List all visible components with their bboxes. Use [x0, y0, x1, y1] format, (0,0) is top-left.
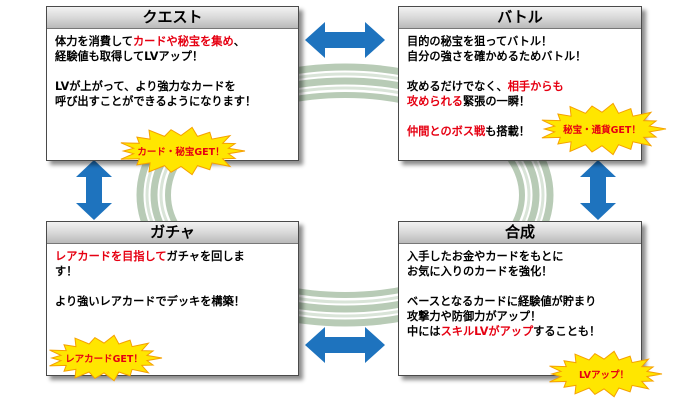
- panel-text-line: 経験値も取得してLVアップ！: [55, 49, 290, 64]
- panel-text: 体力を消費して: [55, 35, 133, 48]
- panel-text: お気に入りのカードを強化！: [407, 265, 553, 278]
- highlighted-text: スキルLVがアップ: [440, 325, 534, 338]
- panel-text-line: [407, 64, 633, 79]
- panel-text: 攻めるだけでなく、: [407, 80, 508, 93]
- double-headed-arrow-icon: [305, 22, 385, 58]
- starburst-icon: 秘宝・通貨GET！: [537, 102, 667, 156]
- panel-text-line: す！: [55, 264, 290, 279]
- starburst-shape: [541, 102, 667, 156]
- panel-text-line: 攻めるだけでなく、相手からも: [407, 79, 633, 94]
- highlighted-text: 相手からも: [507, 80, 564, 93]
- highlighted-text: レアカードを目指して: [55, 250, 167, 263]
- panel-text: も搭載！: [485, 125, 530, 138]
- panel-text-line: 仲間とのボス戦も搭載！: [407, 124, 633, 139]
- panel-text: ガチャを回しま: [166, 250, 245, 263]
- battle-panel-body: 目的の秘宝を狙ってバトル！ 自分の強さを確かめるためバトル！ 攻めるだけでなく、相手…: [399, 29, 641, 144]
- panel-text: 目的の秘宝を狙ってバトル！: [407, 35, 553, 48]
- panel-text: 入手したお金やカードをもとに: [407, 250, 564, 263]
- quest-panel-title: クエスト: [47, 7, 298, 29]
- panel-text-line: 攻められる緊張の一瞬！: [407, 94, 633, 109]
- gousei-panel-title: 合成: [399, 222, 641, 244]
- highlighted-text: カードや秘宝を集め: [132, 35, 234, 48]
- panel-text: ベースとなるカードに経験値が貯まり: [407, 295, 597, 308]
- panel-text-line: [55, 64, 290, 79]
- panel-text: 攻撃力や防御力がアップ！: [407, 310, 542, 323]
- panel-text-line: 攻撃力や防御力がアップ！: [407, 309, 633, 324]
- panel-text-line: [55, 279, 290, 294]
- panel-text: 緊張の一瞬！: [462, 95, 531, 108]
- gacha-panel-body: レアカードを目指してガチャを回します！より強いレアカードでデッキを構築！: [47, 244, 298, 314]
- panel-text-line: LVが上がって、より強力なカードを: [55, 79, 290, 94]
- panel-text-line: 入手したお金やカードをもとに: [407, 249, 633, 264]
- panel-text: 、: [233, 35, 245, 48]
- gousei-panel: 合成 入手したお金やカードをもとにお気に入りのカードを強化！ ベースとなるカードに…: [398, 221, 642, 376]
- double-headed-arrow-icon: [305, 327, 385, 363]
- gacha-burst-label: レアカードGET！: [65, 354, 143, 365]
- starburst-shape: [120, 126, 246, 176]
- panel-text-line: 体力を消費してカードや秘宝を集め、: [55, 34, 290, 49]
- starburst-icon: レアカードGET！: [45, 334, 163, 382]
- battle-panel-title: バトル: [399, 7, 641, 29]
- double-headed-arrow-icon: [76, 160, 112, 220]
- quest-panel-body: 体力を消費してカードや秘宝を集め、経験値も取得してLVアップ！LVが上がって、よ…: [47, 29, 298, 114]
- panel-text-line: 呼び出すことができるようになります！: [55, 94, 290, 109]
- highlighted-text: 攻められる: [407, 95, 463, 108]
- quest-burst-label: カード・秘宝GET！: [137, 147, 225, 158]
- panel-text-line: 自分の強さを確かめるためバトル！: [407, 49, 633, 64]
- panel-text-line: ベースとなるカードに経験値が貯まり: [407, 294, 633, 309]
- panel-text: 経験値も取得してLVアップ！: [55, 50, 204, 63]
- battle-burst-label: 秘宝・通貨GET！: [563, 125, 641, 136]
- starburst-icon: カード・秘宝GET！: [116, 126, 246, 176]
- panel-text-line: お気に入りのカードを強化！: [407, 264, 633, 279]
- starburst-icon: LVアップ！: [545, 350, 663, 398]
- gousei-panel-body: 入手したお金やカードをもとにお気に入りのカードを強化！ ベースとなるカードに経験値…: [399, 244, 641, 344]
- panel-text-line: 目的の秘宝を狙ってバトル！: [407, 34, 633, 49]
- panel-text-line: 中にはスキルLVがアップすることも！: [407, 324, 633, 339]
- panel-text: LVが上がって、より強力なカードを: [55, 80, 236, 93]
- panel-text-line: より強いレアカードでデッキを構築！: [55, 294, 290, 309]
- panel-text: 呼び出すことができるようになります！: [55, 95, 257, 108]
- gousei-burst-label: LVアップ！: [578, 370, 630, 381]
- panel-text-line: [407, 279, 633, 294]
- highlighted-text: 仲間とのボス戦: [407, 125, 486, 138]
- double-headed-arrow-icon: [580, 160, 616, 220]
- panel-text: することも！: [533, 325, 601, 338]
- panel-text: 中には: [407, 325, 441, 338]
- panel-text: 自分の強さを確かめるためバトル！: [407, 50, 587, 63]
- starburst-shape: [549, 350, 663, 398]
- gacha-panel-title: ガチャ: [47, 222, 298, 244]
- panel-text: より強いレアカードでデッキを構築！: [55, 295, 245, 308]
- starburst-shape: [49, 334, 163, 382]
- panel-text: す！: [55, 265, 78, 278]
- panel-text-line: レアカードを目指してガチャを回しま: [55, 249, 290, 264]
